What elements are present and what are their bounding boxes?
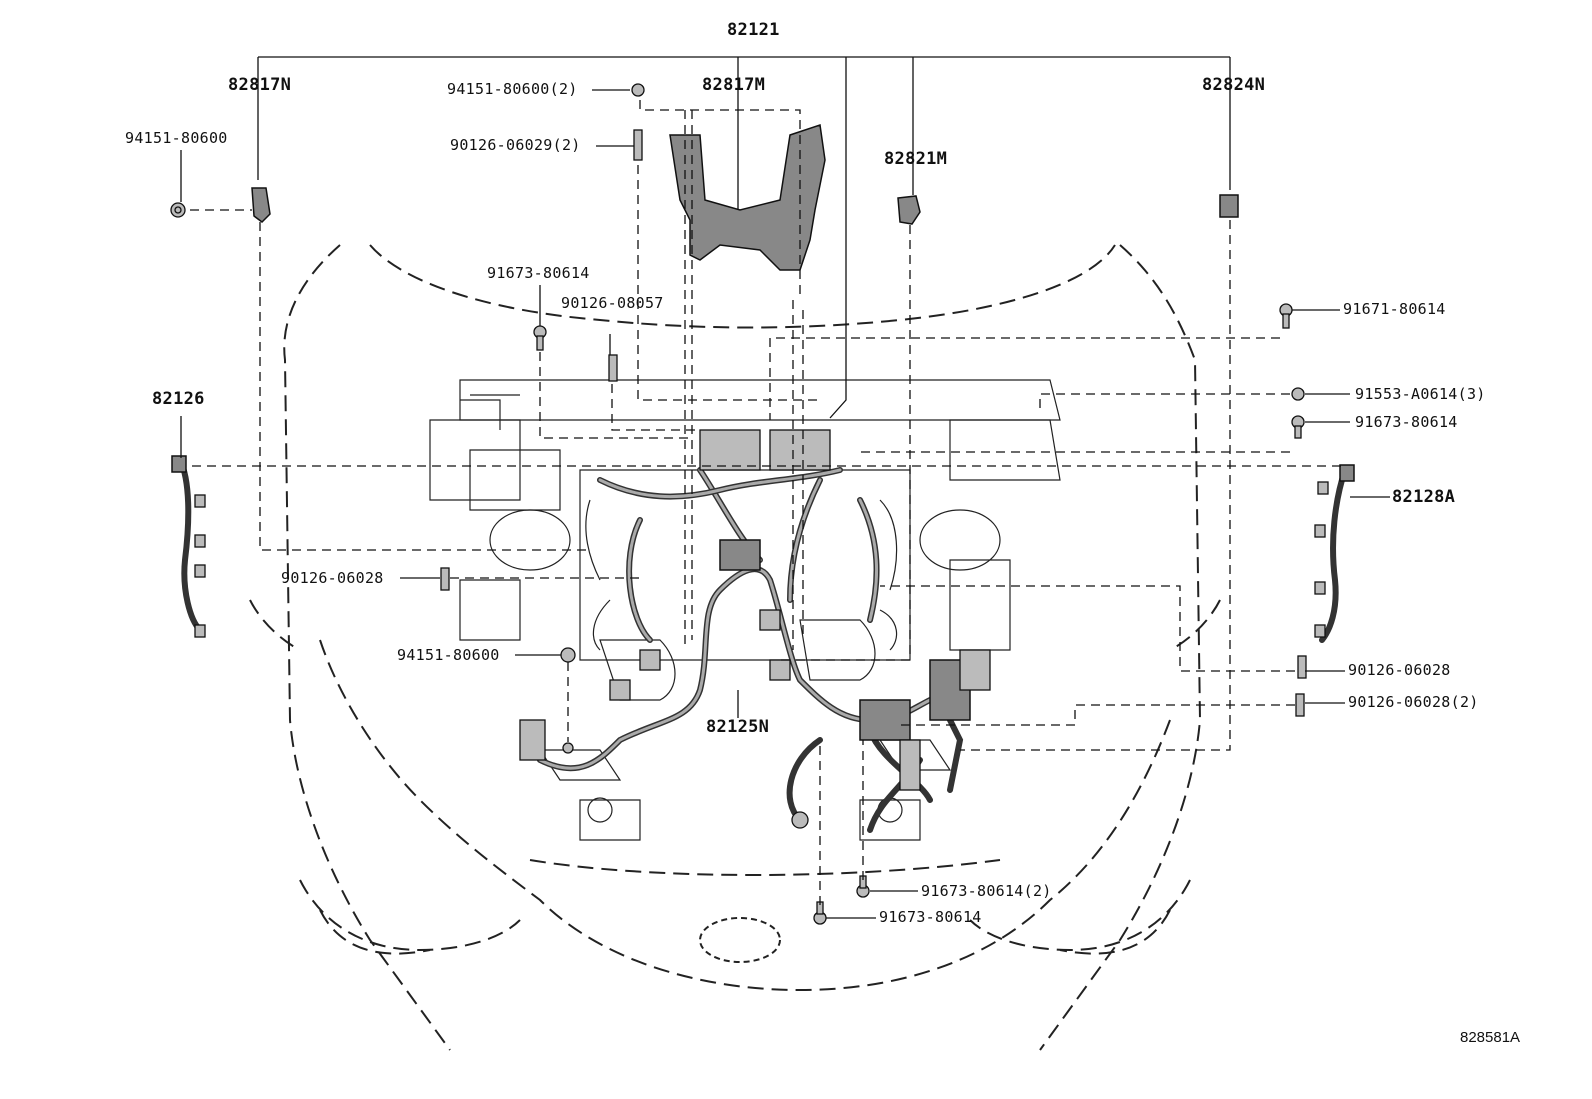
side-harness-82128A [1314, 464, 1355, 643]
label-91673-80614-b: 91673-80614 [1355, 413, 1458, 431]
label-94151-80600-b: 94151-80600 [397, 646, 500, 664]
clip-82821M [897, 195, 921, 225]
leader-lines [180, 56, 1390, 919]
label-82126: 82126 [152, 389, 205, 409]
label-82128A: 82128A [1392, 487, 1456, 507]
label-82817N: 82817N [228, 75, 292, 95]
side-harness-82126 [171, 455, 206, 638]
label-82821M: 82821M [884, 149, 948, 169]
label-82817M: 82817M [702, 75, 766, 95]
label-91673-80614-a: 91673-80614 [487, 264, 590, 282]
bracket-82817M [669, 124, 826, 271]
guide-lines [190, 100, 1345, 905]
label-94151-80600-a: 94151-80600 [125, 129, 228, 147]
label-91673-80614-2: 91673-80614(2) [921, 882, 1052, 900]
label-90126-06028-a: 90126-06028 [281, 569, 384, 587]
label-82824N: 82824N [1202, 75, 1266, 95]
label-94151-80600-2: 94151-80600(2) [447, 80, 578, 98]
label-90126-08057: 90126-08057 [561, 294, 664, 312]
diagram-id: 828581A [1460, 1029, 1521, 1046]
label-90126-06028-b: 90126-06028 [1348, 661, 1451, 679]
label-91673-80614-c: 91673-80614 [879, 908, 982, 926]
label-82125N: 82125N [706, 717, 770, 737]
label-90126-06028-2: 90126-06028(2) [1348, 693, 1479, 711]
clip-82824N [1219, 194, 1239, 218]
emblem-oval [699, 917, 781, 963]
label-90126-06029-2: 90126-06029(2) [450, 136, 581, 154]
label-91553-A0614-3: 91553-A0614(3) [1355, 385, 1486, 403]
clip-82817N [251, 187, 271, 223]
vehicle-body-outline [249, 244, 1221, 1051]
label-82121: 82121 [727, 20, 780, 40]
label-91671-80614: 91671-80614 [1343, 300, 1446, 318]
main-wire-harness [519, 429, 991, 833]
